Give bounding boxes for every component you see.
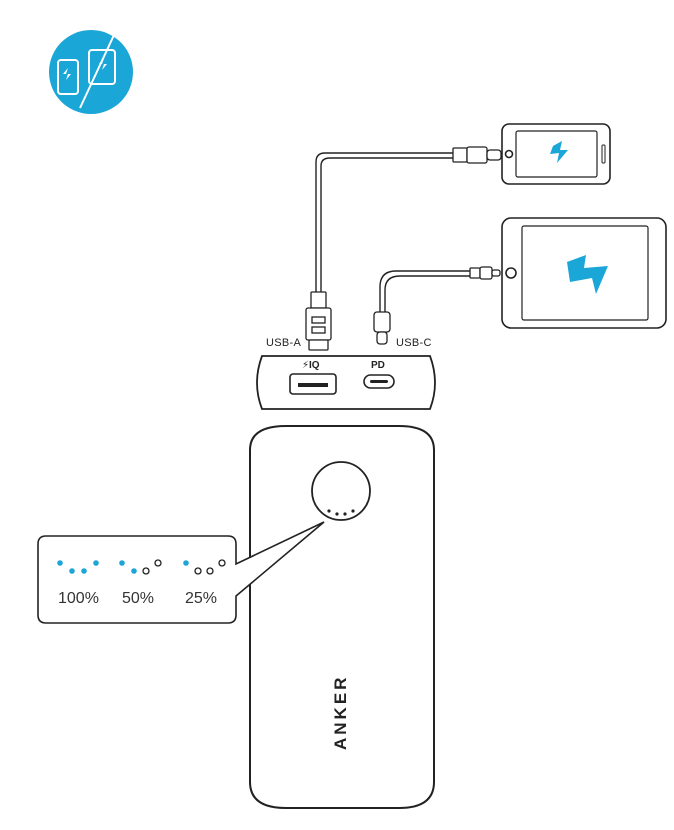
led-dot-lit	[131, 568, 137, 574]
power-button	[311, 461, 371, 521]
usb-c-cable	[379, 270, 470, 312]
badge-divider	[79, 34, 115, 109]
indicator-dots	[57, 559, 226, 575]
led-dot-lit	[69, 568, 75, 574]
powerbank-top-view	[256, 355, 436, 410]
led-dot-unlit	[142, 567, 150, 575]
usb-a-cable-inner	[320, 157, 453, 292]
device-charging-badge	[49, 30, 133, 114]
usb-c-plug	[373, 311, 391, 345]
tablet-device	[501, 217, 667, 329]
led-dot-lit	[93, 560, 99, 566]
led-dot-lit	[57, 560, 63, 566]
usb-c-label: USB-C	[396, 337, 432, 349]
led-dot-lit	[81, 568, 87, 574]
cables	[315, 152, 470, 312]
led-dot-lit	[119, 560, 125, 566]
level-label-100: 100%	[58, 590, 99, 607]
led-dot-unlit	[206, 567, 214, 575]
usb-a-plug	[305, 291, 332, 351]
led-dot-unlit	[154, 559, 162, 567]
phone-outline-icon	[57, 59, 79, 95]
lightning-connector-tablet	[469, 266, 501, 280]
lightning-bolt-icon	[567, 255, 608, 294]
lightning-connector-phone	[452, 146, 502, 164]
led-dot-unlit	[194, 567, 202, 575]
led-dot-unlit	[218, 559, 226, 567]
badge-circle	[49, 30, 133, 114]
led-dot-lit	[183, 560, 189, 566]
usb-c-marking: PD	[371, 360, 385, 371]
indicator-callout	[37, 521, 325, 624]
level-label-25: 25%	[185, 590, 218, 607]
usb-a-cable	[315, 152, 453, 292]
tablet-outline-icon	[88, 49, 116, 85]
usb-a-label: USB-A	[266, 337, 302, 349]
level-label-50: 50%	[122, 590, 155, 607]
powerbank-body	[249, 425, 435, 809]
lightning-bolt-icon	[550, 141, 568, 163]
phone-device	[501, 123, 611, 185]
usb-c-cable-inner	[384, 275, 470, 312]
usb-a-marking: ⚡IQ	[302, 360, 320, 371]
brand-logo: ANKER	[331, 674, 350, 750]
